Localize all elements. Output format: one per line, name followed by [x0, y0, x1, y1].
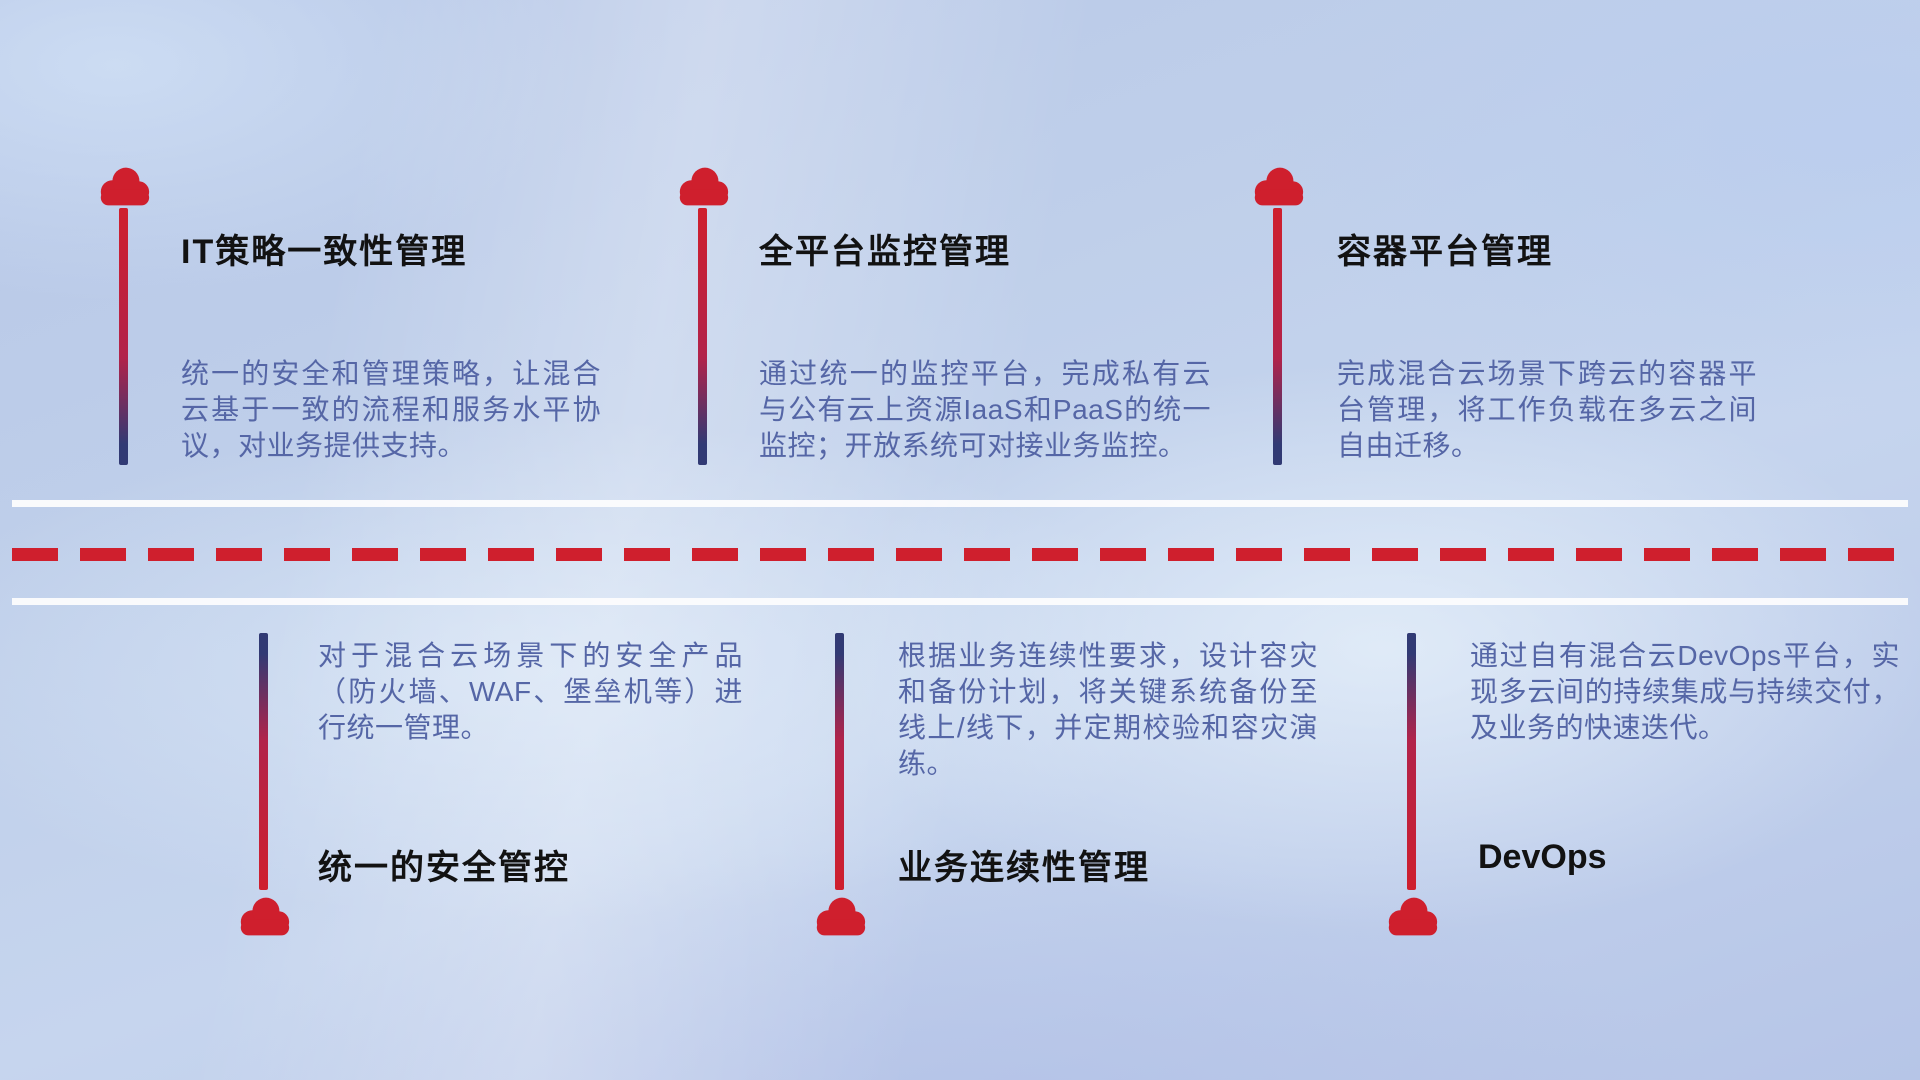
connector-line — [259, 633, 268, 890]
road-bottom-line — [12, 598, 1908, 605]
cloud-icon — [1254, 167, 1304, 206]
connector-line — [1407, 633, 1416, 890]
connector-line — [835, 633, 844, 890]
cloud-icon — [816, 897, 866, 936]
cloud-icon — [240, 897, 290, 936]
connector-line — [698, 208, 707, 465]
road-center-dashed-line — [12, 548, 1908, 561]
item-description: 对于混合云场景下的安全产品（防火墙、WAF、堡垒机等）进行统一管理。 — [318, 640, 743, 743]
cloud-icon — [679, 167, 729, 206]
item-description: 通过统一的监控平台，完成私有云与公有云上资源IaaS和PaaS的统一监控；开放系… — [759, 358, 1211, 461]
cloud-icon — [1388, 897, 1438, 936]
item-description: 完成混合云场景下跨云的容器平台管理，将工作负载在多云之间自由迁移。 — [1337, 358, 1757, 461]
item-title: 容器平台管理 — [1337, 233, 1553, 271]
item-title: 业务连续性管理 — [898, 849, 1150, 887]
connector-line — [1273, 208, 1282, 465]
cloud-icon — [100, 167, 150, 206]
item-description: 根据业务连续性要求，设计容灾和备份计划，将关键系统备份至线上/线下，并定期校验和… — [898, 640, 1318, 779]
item-description: 统一的安全和管理策略，让混合云基于一致的流程和服务水平协议，对业务提供支持。 — [181, 358, 601, 461]
item-title: 统一的安全管控 — [318, 849, 570, 887]
item-title: 全平台监控管理 — [759, 233, 1011, 271]
item-title: DevOps — [1478, 838, 1607, 876]
item-description: 通过自有混合云DevOps平台，实现多云间的持续集成与持续交付，及业务的快速迭代… — [1470, 640, 1900, 743]
connector-line — [119, 208, 128, 465]
road-top-line — [12, 500, 1908, 507]
item-title: IT策略一致性管理 — [181, 233, 468, 271]
